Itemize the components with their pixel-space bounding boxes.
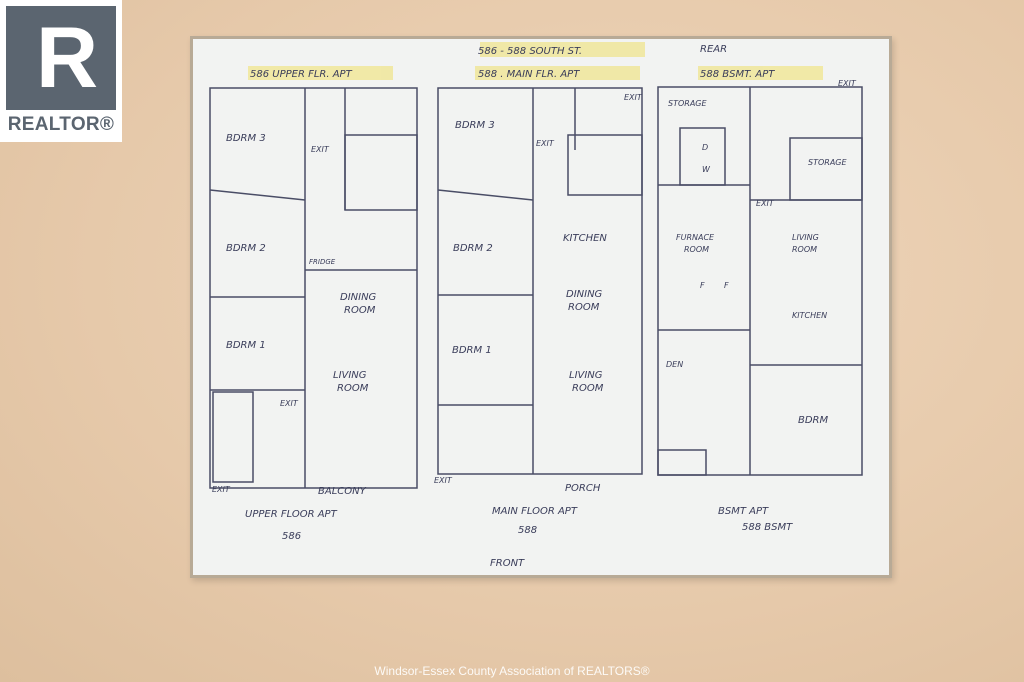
- address-label: 586 - 588 SOUTH ST.: [478, 46, 582, 57]
- room-label: ROOM: [684, 245, 709, 254]
- bsmt-caption: BSMT APT: [718, 506, 769, 517]
- room-label: BDRM 1: [226, 340, 266, 351]
- exit-label: EXIT: [624, 93, 643, 102]
- room-label: DINING: [340, 292, 377, 303]
- room-label: F: [724, 281, 729, 290]
- bsmt-plan-outline: [657, 86, 863, 476]
- room-label: BDRM 3: [455, 120, 495, 131]
- room-label: BDRM 2: [226, 243, 266, 254]
- room-label: BDRM 2: [453, 243, 493, 254]
- room-label: ROOM: [792, 245, 817, 254]
- room-label: W: [702, 165, 711, 174]
- exit-label: EXIT: [280, 399, 299, 408]
- realtor-logo: R REALTOR®: [0, 0, 122, 142]
- main-number: 588: [518, 525, 537, 536]
- upper-caption: UPPER FLOOR APT: [245, 509, 338, 520]
- watermark: Windsor-Essex County Association of REAL…: [374, 664, 650, 678]
- upper-plan-outline: [209, 87, 418, 489]
- room-label: LIVING: [569, 370, 603, 381]
- room-label: LIVING: [333, 370, 367, 381]
- upper-heading: 586 UPPER FLR. APT: [250, 69, 353, 80]
- porch-label: PORCH: [565, 483, 601, 494]
- realtor-r-logo-icon: R: [6, 6, 116, 110]
- rear-label: REAR: [700, 44, 727, 55]
- room-label: BDRM 1: [452, 345, 492, 356]
- bsmt-number: 588 BSMT: [742, 522, 793, 533]
- room-label: D: [702, 143, 708, 152]
- room-label: FURNACE: [676, 233, 715, 242]
- exit-label: EXIT: [536, 139, 555, 148]
- room-label: BDRM 3: [226, 133, 266, 144]
- room-label: KITCHEN: [792, 311, 827, 320]
- main-plan-outline: [437, 87, 643, 475]
- room-label: DEN: [666, 360, 683, 369]
- exit-label: EXIT: [838, 79, 857, 88]
- exit-label: EXIT: [756, 199, 775, 208]
- room-label: ROOM: [344, 305, 376, 316]
- room-label: ROOM: [572, 383, 604, 394]
- room-label: FRIDGE: [309, 258, 336, 266]
- room-label: KITCHEN: [563, 233, 607, 244]
- main-caption: MAIN FLOOR APT: [492, 506, 578, 517]
- exit-label: EXIT: [434, 476, 453, 485]
- main-heading: 588 . MAIN FLR. APT: [478, 69, 580, 80]
- room-label: DINING: [566, 289, 603, 300]
- exit-label: EXIT: [311, 145, 330, 154]
- bsmt-heading: 588 BSMT. APT: [700, 69, 775, 80]
- realtor-logo-text: REALTOR®: [7, 114, 115, 135]
- room-label: ROOM: [568, 302, 600, 313]
- room-label: STORAGE: [668, 99, 707, 108]
- room-label: BDRM: [798, 415, 829, 426]
- upper-number: 586: [282, 531, 301, 542]
- exit-label: EXIT: [212, 485, 231, 494]
- room-label: F: [700, 281, 705, 290]
- room-label: STORAGE: [808, 158, 847, 167]
- front-label: FRONT: [490, 558, 525, 569]
- room-label: ROOM: [337, 383, 369, 394]
- balcony-label: BALCONY: [318, 486, 367, 497]
- room-label: LIVING: [792, 233, 819, 242]
